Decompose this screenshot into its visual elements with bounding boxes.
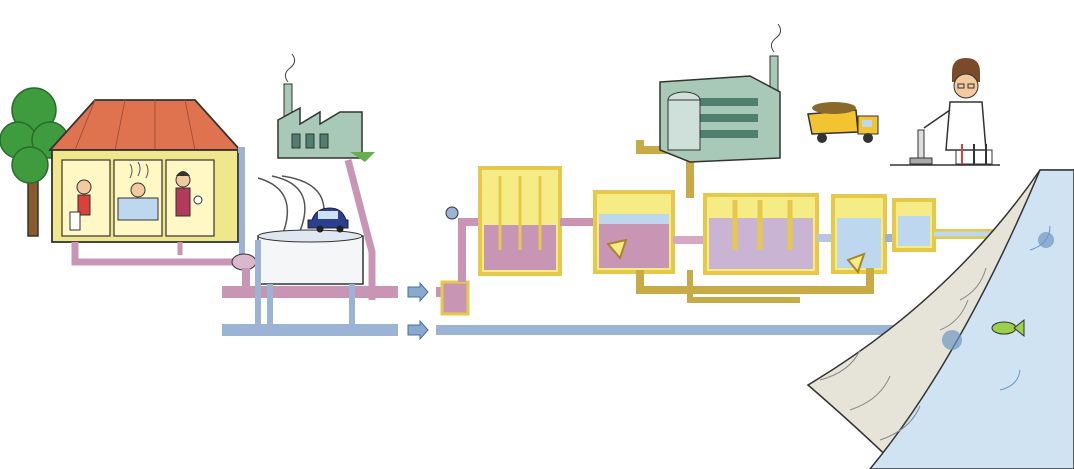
microscope-icon — [910, 130, 932, 164]
sludge-tank-icon — [660, 24, 781, 162]
house-icon — [50, 100, 240, 242]
arrow-right-icon — [408, 321, 428, 339]
scientist-icon — [924, 58, 986, 150]
car-icon — [308, 208, 348, 233]
arrow-right-icon — [408, 283, 428, 301]
dump-truck-icon — [808, 102, 878, 143]
factory-icon — [278, 54, 375, 162]
